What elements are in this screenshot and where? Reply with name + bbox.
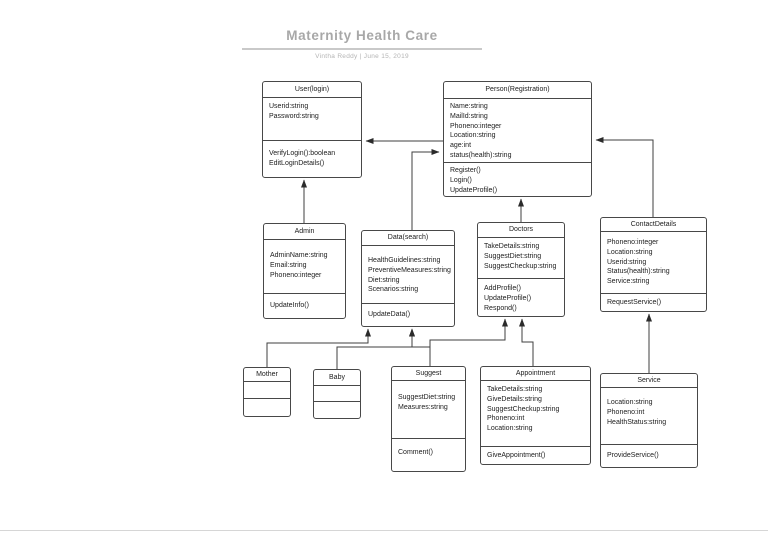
class-attribute: TakeDetails:string <box>484 243 540 250</box>
class-attribute: Phoneno:integer <box>270 271 322 279</box>
class-attribute: Location:string <box>487 425 533 433</box>
class-method: VerifyLogin():boolean <box>269 150 336 157</box>
class-methods: Register() Login() UpdateProfile() <box>444 162 591 196</box>
class-methods <box>314 401 360 418</box>
class-methods: ProvideService() <box>601 444 697 467</box>
class-methods: Comment() <box>392 438 465 471</box>
class-attribute: TakeDetails:string <box>487 386 543 393</box>
class-method: Respond() <box>484 304 517 312</box>
class-methods <box>244 398 290 416</box>
class-title: ContactDetails <box>630 221 677 228</box>
class-attribute: HealthGuidelines:string <box>368 257 441 264</box>
class-title: Appointment <box>515 370 556 377</box>
class-attribute: Userid:string <box>607 258 647 266</box>
class-method: Register() <box>450 167 481 174</box>
class-baby: Baby <box>313 369 361 419</box>
class-attributes <box>244 381 290 398</box>
class-attribute: Email:string <box>270 261 307 269</box>
class-attributes <box>314 385 360 401</box>
class-attribute: MailId:string <box>450 112 488 120</box>
class-attribute: SuggestDiet:string <box>484 252 542 260</box>
class-methods: AddProfile() UpdateProfile() Respond() <box>478 278 564 316</box>
class-methods: RequestService() <box>601 293 706 311</box>
class-attribute: HealthStatus:string <box>607 418 667 426</box>
class-attribute: Phoneno:integer <box>450 122 502 130</box>
class-attribute: status(health):string <box>450 151 512 159</box>
class-attribute: Phoneno:integer <box>607 239 659 246</box>
class-attribute: Measures:string <box>398 403 448 411</box>
class-method: EditLoginDetails() <box>269 159 325 167</box>
class-attribute: PreventiveMeasures:string <box>368 266 451 274</box>
class-attribute: Scenarios:string <box>368 286 419 294</box>
class-attribute: Password:string <box>269 112 319 120</box>
class-attribute: SuggestCheckup:string <box>484 262 557 270</box>
class-attribute: Phoneno:int <box>607 408 645 416</box>
class-title: User(login) <box>294 86 330 93</box>
class-method: ProvideService() <box>607 452 659 459</box>
class-attribute: Service:string <box>607 278 650 286</box>
class-attribute: Location:string <box>607 399 653 406</box>
class-method: UpdateProfile() <box>450 186 498 194</box>
class-title: Service <box>637 377 661 384</box>
class-attribute: Phoneno:int <box>487 415 525 423</box>
class-title: Data(search) <box>387 234 429 241</box>
class-title: Doctors <box>508 226 534 233</box>
class-attribute: AdminName:string <box>270 252 328 259</box>
class-title: Suggest <box>415 370 442 377</box>
class-method: Comment() <box>398 449 434 456</box>
class-attribute: SuggestDiet:string <box>398 394 456 401</box>
class-attribute: Name:string <box>450 103 488 110</box>
class-attribute: Status(health):string <box>607 268 670 276</box>
class-attribute: GiveDetails:string <box>487 395 542 403</box>
class-attribute: SuggestCheckup:string <box>487 405 560 413</box>
byline: Vintha Reddy | June 15, 2019 <box>315 53 409 60</box>
class-title: Admin <box>294 228 315 235</box>
class-title: Mother <box>256 371 278 378</box>
class-method: UpdateProfile() <box>484 294 532 302</box>
class-title: Person(Registration) <box>485 86 550 93</box>
class-method: UpdateData() <box>368 311 411 318</box>
class-mother: Mother <box>243 367 291 417</box>
class-method: GiveAppointment() <box>487 452 546 459</box>
page-title: Maternity Health Care <box>286 28 438 43</box>
class-attribute: Userid:string <box>269 103 309 110</box>
class-attribute: Location:string <box>607 248 653 256</box>
title-underline <box>242 48 482 50</box>
class-method: RequestService() <box>607 299 662 306</box>
class-methods: UpdateData() <box>362 303 454 326</box>
class-methods: UpdateInfo() <box>264 293 345 318</box>
class-attribute: age:int <box>450 142 472 150</box>
class-attribute: Location:string <box>450 132 496 140</box>
class-attribute: Diet:string <box>368 276 400 284</box>
class-title: Baby <box>329 374 345 381</box>
bottom-divider <box>0 530 768 531</box>
class-method: UpdateInfo() <box>270 302 309 309</box>
class-methods: GiveAppointment() <box>481 446 590 464</box>
document-header: Maternity Health Care Vintha Reddy | Jun… <box>242 28 482 60</box>
class-method: AddProfile() <box>484 285 521 292</box>
class-method: Login() <box>450 176 472 184</box>
